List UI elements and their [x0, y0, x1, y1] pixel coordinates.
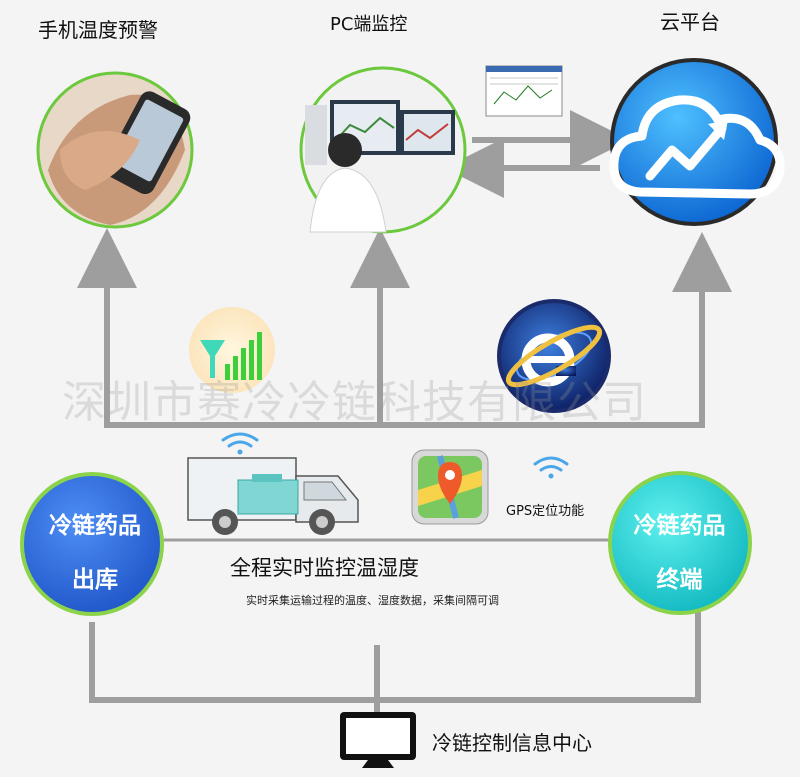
phone-alert-node	[36, 71, 194, 229]
connector-lines	[77, 110, 732, 722]
terminal-label-line1: 冷链药品	[633, 513, 726, 539]
cloud-icon	[609, 95, 785, 199]
phone-alert-label: 手机温度预警	[38, 18, 158, 42]
pc-monitor-label: PC端监控	[330, 14, 408, 35]
wifi-icon	[221, 432, 259, 455]
smartphone-icon	[104, 91, 191, 195]
monitor-icon	[340, 712, 416, 768]
company-watermark: 深圳市赛冷冷链科技有限公司	[62, 377, 647, 428]
sub-caption: 实时采集运输过程的温度、湿度数据，采集间隔可调	[246, 594, 499, 607]
outbound-label-line2: 出库	[72, 567, 118, 593]
outbound-node	[20, 472, 164, 616]
refrigerated-truck-icon	[187, 457, 359, 535]
terminal-label-line2: 终端	[656, 567, 703, 593]
cloud-platform-label: 云平台	[660, 10, 720, 34]
internet-browser-icon	[497, 299, 611, 413]
software-screenshot-icon	[485, 65, 563, 117]
gps-signal-icon	[533, 456, 569, 479]
pc-monitor-node	[299, 66, 467, 234]
signal-antenna-icon	[189, 307, 275, 393]
gps-map-icon	[411, 449, 489, 525]
cloud-platform-node	[609, 58, 785, 226]
gps-label: GPS定位功能	[506, 504, 585, 519]
outbound-label-line1: 冷链药品	[49, 513, 141, 539]
terminal-node	[608, 471, 752, 615]
main-caption: 全程实时监控温湿度	[230, 556, 419, 580]
growth-arrow-icon	[645, 123, 727, 181]
control-center-label: 冷链控制信息中心	[432, 731, 592, 755]
